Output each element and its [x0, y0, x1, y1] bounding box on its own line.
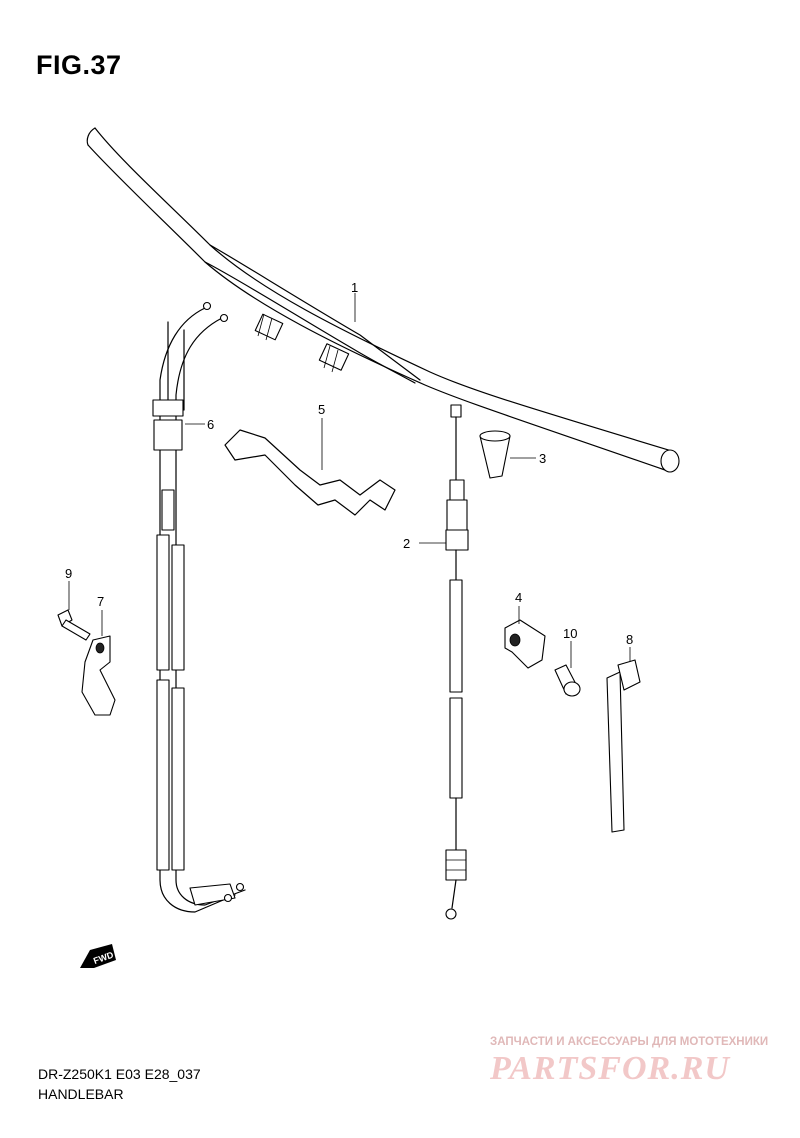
model-code: DR-Z250K1 E03 E28_037: [38, 1066, 201, 1082]
callout-4: 4: [515, 590, 522, 605]
clutch-cable-part: 2: [403, 404, 469, 920]
rubber-cap-part: 3: [479, 430, 546, 479]
watermark-tagline: ЗАПЧАСТИ И АКСЕССУАРЫ ДЛЯ МОТОТЕХНИКИ: [490, 1036, 769, 1048]
callout-2: 2: [403, 536, 410, 551]
clamp-part-4: 4: [504, 590, 546, 669]
wire-clip-part: 5: [224, 402, 396, 516]
callout-7: 7: [97, 594, 104, 609]
figure-title: FIG.37: [36, 50, 122, 80]
watermark-logo: PARTSFOR.RU: [490, 1050, 730, 1087]
diagram-subtitle: HANDLEBAR: [38, 1086, 124, 1102]
bolt-part-9: 9: [57, 566, 91, 641]
bracket-part-7: 7: [81, 594, 116, 716]
handlebar-part: 1: [86, 127, 680, 473]
callout-5: 5: [318, 402, 325, 417]
bolt-part-10: 10: [554, 626, 581, 697]
cable-tie-part-8: 8: [606, 632, 641, 833]
crossbar-pad: [254, 313, 350, 373]
callout-6: 6: [207, 417, 214, 432]
fwd-arrow-icon: FWD: [80, 944, 116, 968]
callout-3: 3: [539, 451, 546, 466]
callout-8: 8: [626, 632, 633, 647]
callout-1: 1: [351, 280, 358, 295]
throttle-cable-part: 6: [152, 301, 246, 913]
callout-10: 10: [563, 626, 577, 641]
callout-9: 9: [65, 566, 72, 581]
